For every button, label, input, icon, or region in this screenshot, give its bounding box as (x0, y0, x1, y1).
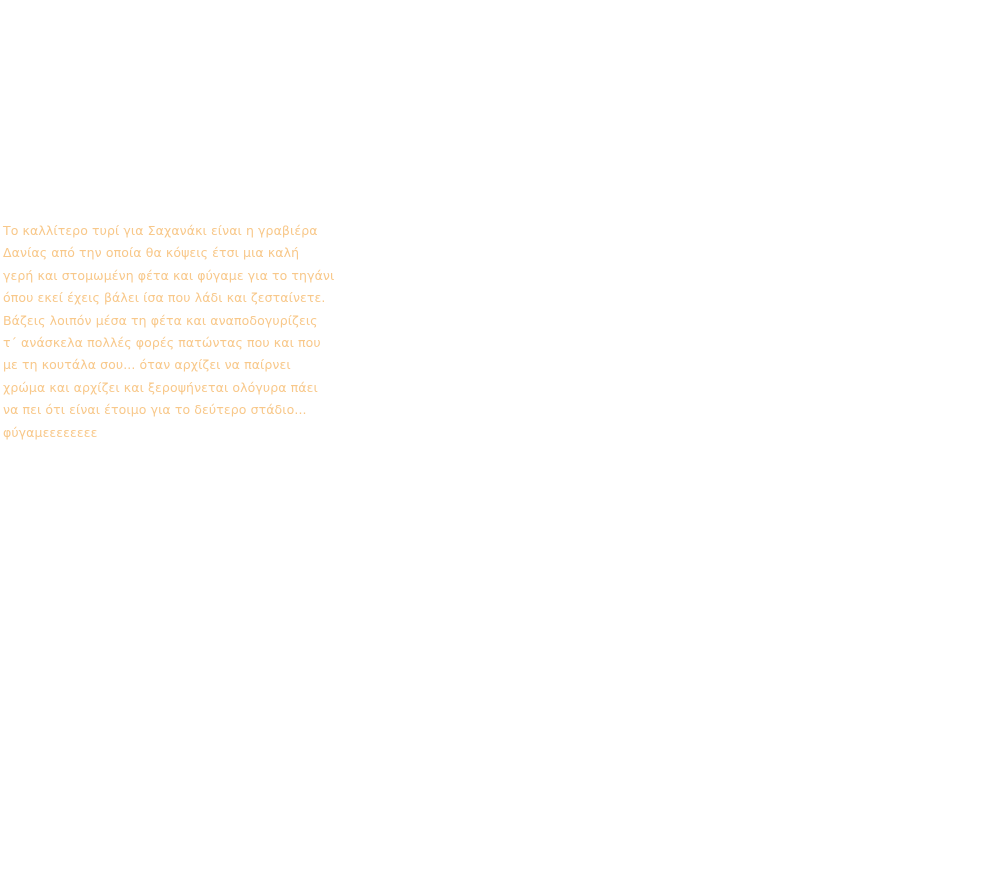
paragraph-line-8: χρώμα και αρχίζει και ξεροψήνεται ολόγυρ… (3, 379, 318, 395)
paragraph-line-2: Δανίας από την οποία θα κόψεις έτσι μια … (3, 245, 300, 261)
paragraph-line-7: με τη κουτάλα σου... όταν αρχίζει να παί… (3, 357, 291, 373)
paragraph-line-10: φύγαμεεεεεεεε (3, 424, 98, 440)
paragraph-line-9: να πει ότι είναι έτοιμο για το δεύτερο σ… (3, 402, 307, 418)
paragraph-line-4: όπου εκεί έχεις βάλει ίσα που λάδι και ζ… (3, 290, 326, 306)
recipe-paragraph: Το καλλίτερο τυρί για Σαχανάκι είναι η γ… (3, 220, 335, 444)
paragraph-line-1: Το καλλίτερο τυρί για Σαχανάκι είναι η γ… (3, 223, 318, 238)
paragraph-line-5: Βάζεις λοιπόν μέσα τη φέτα και αναποδογυ… (3, 312, 318, 328)
paragraph-line-6: τ΄ ανάσκελα πολλές φορές πατώντας που κα… (3, 335, 321, 351)
paragraph-line-3: γερή και στομωμένη φέτα και φύγαμε για τ… (3, 267, 335, 283)
